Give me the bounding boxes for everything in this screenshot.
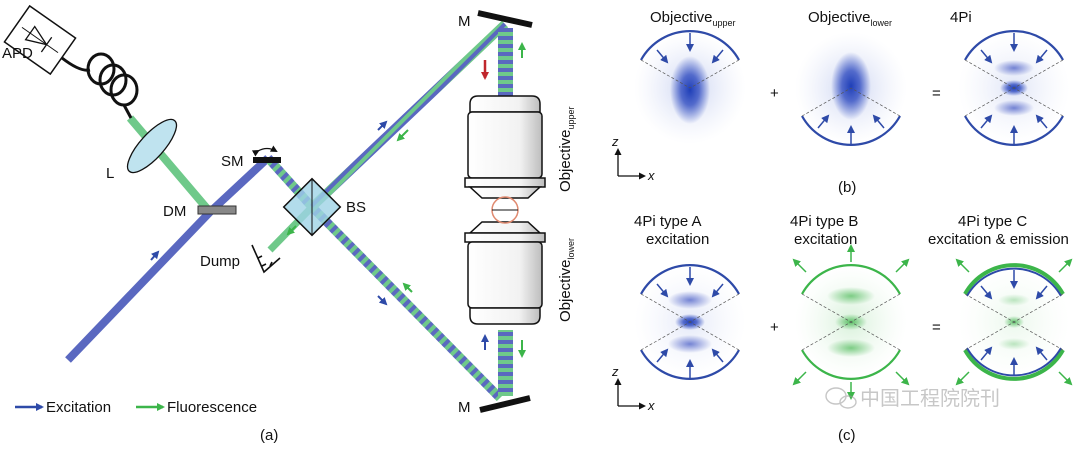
b-title-lower: Objectivelower [808, 9, 892, 28]
label-objective-lower: Objectivelower [557, 238, 576, 322]
legend-fluorescence-label: Fluorescence [167, 399, 257, 416]
mirror-bottom [479, 395, 531, 413]
b-title-upper: Objectiveupper [650, 9, 736, 28]
dichroic-mirror [197, 205, 237, 215]
scan-mirror-rotation-icon [251, 145, 278, 157]
objective-lower [464, 221, 546, 325]
b-psf-lower [795, 32, 907, 146]
apd-detector [3, 4, 77, 76]
label-bs: BS [346, 199, 366, 216]
svg-text:Objectivelower: Objectivelower [557, 238, 576, 322]
c-axes [614, 378, 646, 410]
label-objective-upper: Objectiveupper [557, 106, 576, 192]
caption-b: (b) [838, 179, 856, 196]
b-axis-z: z [611, 134, 619, 149]
striped-beam-upper [308, 20, 509, 211]
striped-beam-lower [308, 203, 504, 402]
c-typeA-line1: 4Pi type A [634, 213, 702, 230]
label-lens: L [106, 165, 114, 182]
arrow-fluorescence-down [396, 129, 409, 142]
legend-excitation-label: Excitation [46, 399, 111, 416]
b-plus: + [770, 85, 779, 102]
c-typeC-line1: 4Pi type C [958, 213, 1027, 230]
c-axis-x: x [647, 398, 655, 413]
fluorescence-beam [126, 115, 214, 215]
legend: Excitation Fluorescence [15, 399, 257, 416]
caption-a: (a) [260, 427, 278, 444]
watermark-text: 中国工程院院刊 [860, 387, 1000, 410]
vertical-beam-top [498, 28, 513, 100]
b-psf-4pi [958, 30, 1070, 146]
c-axis-z: z [611, 364, 619, 379]
label-mirror-top: M [458, 13, 471, 30]
b-axes [614, 148, 646, 180]
c-psf-typeB [792, 244, 910, 400]
vertical-beam-bottom [498, 330, 513, 396]
b-title-4pi: 4Pi [950, 9, 972, 26]
c-equals: = [932, 319, 941, 336]
watermark: 中国工程院院刊 [825, 387, 1000, 410]
arrow-excitation-input [150, 250, 160, 261]
excitation-beam-sm [207, 155, 271, 215]
objective-upper [464, 95, 546, 199]
c-typeA-line2: excitation [646, 231, 709, 248]
c-plus: + [770, 319, 779, 336]
label-dump: Dump [200, 253, 240, 270]
label-dm: DM [163, 203, 186, 220]
panel-b: Objectiveupper Objectivelower 4Pi + [611, 9, 1070, 196]
arrow-fluorescence-lower [402, 282, 413, 293]
label-mirror-bottom: M [458, 399, 471, 416]
panel-c: 4Pi type A excitation 4Pi type B excitat… [611, 213, 1073, 444]
scan-mirror [253, 157, 281, 163]
panel-a: APD L DM SM BS Dump [2, 4, 576, 444]
c-psf-typeC [955, 258, 1073, 386]
b-equals: = [932, 85, 941, 102]
beam-dump [251, 244, 281, 274]
fiber-coil [61, 52, 139, 119]
wechat-icon [825, 387, 847, 405]
b-axis-x: x [647, 168, 655, 183]
lens [126, 118, 178, 174]
label-sm: SM [221, 153, 244, 170]
arrow-excitation-lower [377, 295, 388, 306]
arrow-fluorescence-dump [286, 225, 297, 236]
excitation-input-beam [65, 209, 213, 363]
c-psf-typeA [634, 264, 746, 380]
mirror-top [477, 10, 533, 28]
label-apd: APD [2, 45, 33, 62]
arrow-excitation-up [377, 120, 388, 131]
c-typeB-line2: excitation [794, 231, 857, 248]
c-typeB-line1: 4Pi type B [790, 213, 858, 230]
b-psf-upper [634, 30, 746, 144]
svg-text:Objectiveupper: Objectiveupper [557, 106, 576, 192]
c-typeC-line2: excitation & emission [928, 231, 1069, 248]
beamsplitter-cube [282, 177, 342, 237]
caption-c: (c) [838, 427, 856, 444]
